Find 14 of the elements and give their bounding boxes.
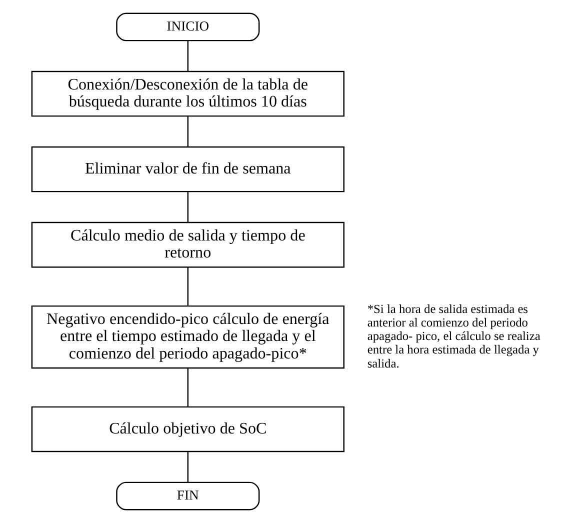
node-box: Cálculo objetivo de SoC [31, 406, 344, 452]
connector [187, 192, 189, 222]
connector [187, 452, 189, 482]
connector [187, 116, 189, 147]
node-box: Negativo encendido-pico cálculo de energía entre el tiempo estimado de llegada y el comienzo del periodo apagado-pico* [31, 305, 344, 369]
node-box: INICIO [116, 12, 260, 42]
connector [187, 368, 189, 407]
connector [187, 40, 189, 72]
node-label: *Si la hora de salida estimada es anterior al comienzo del periodo apagado- pico, el cálculo se realiza entre la hora estimada de llegada y salida. [367, 302, 540, 370]
connector [187, 267, 189, 306]
node-box: Eliminar valor de fin de semana [31, 146, 344, 192]
node-box: Cálculo medio de salida y tiempo de retorno [31, 222, 344, 268]
node-box: Conexión/Desconexión de la tabla de búsqueda durante los últimos 10 días [31, 70, 344, 117]
node-box: FIN [116, 482, 260, 510]
